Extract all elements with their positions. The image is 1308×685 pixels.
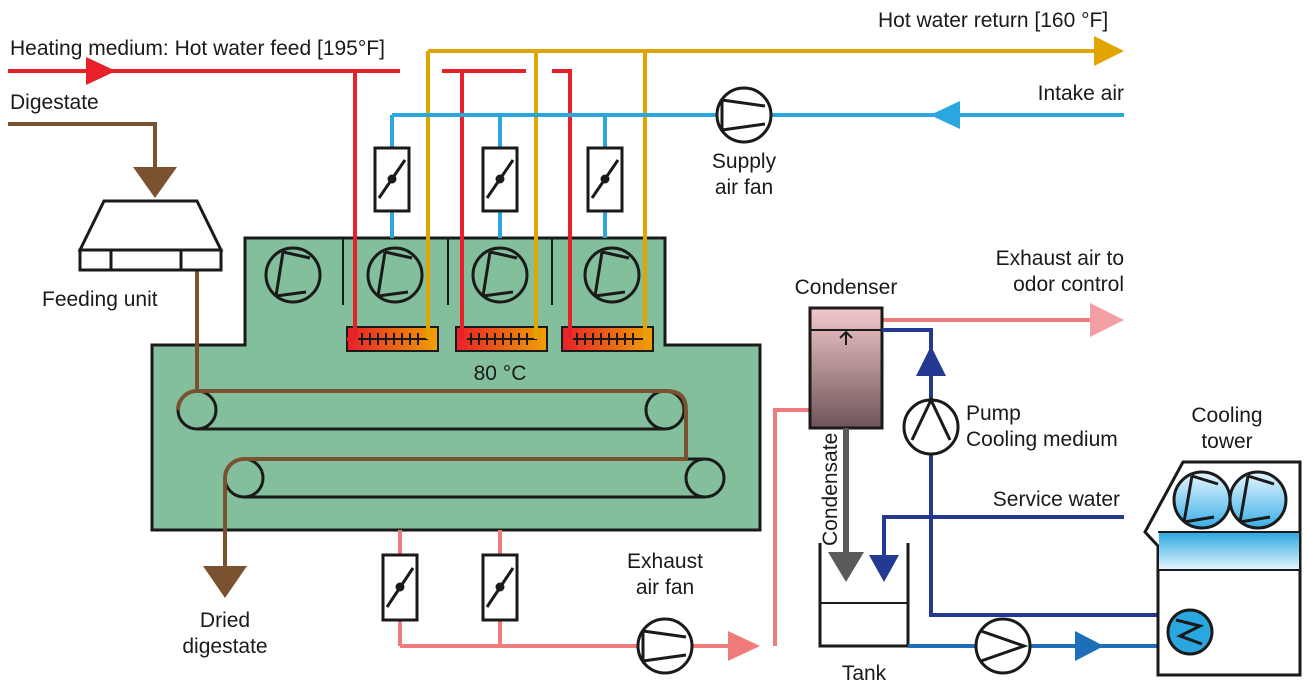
cooling-tower-label-1: Cooling [1191, 404, 1262, 427]
dryer-fan-icon [264, 246, 322, 304]
tank-icon [818, 543, 910, 648]
digestate-feed-line [8, 122, 157, 172]
heaters [346, 326, 654, 352]
digestate-label: Digestate [10, 91, 99, 114]
hot-water-return-label: Hot water return [160 °F] [878, 9, 1108, 32]
tank-label: Tank [842, 662, 887, 685]
cooling-tower-label-2: tower [1201, 430, 1252, 453]
exhaust-fan-label-2: air fan [636, 576, 694, 599]
dryer-fan-icon [471, 246, 529, 304]
supply-air-fan-icon [715, 86, 773, 144]
hot-water-feed-arrow [86, 57, 116, 85]
heater-icon [455, 326, 548, 352]
damper-icon [481, 553, 519, 622]
dryer-fan-icon [583, 246, 641, 304]
tank-water-arrow [1075, 631, 1104, 661]
exhaust-air-arrow-1 [728, 631, 760, 661]
heat-exchanger-icon [1166, 608, 1214, 656]
feeding-unit-icon [77, 199, 224, 272]
dried-digestate-label-2: digestate [182, 635, 267, 658]
hot-water-return-lines [426, 49, 1100, 339]
cooling-medium-lines [882, 328, 1172, 617]
service-water-label: Service water [993, 488, 1120, 511]
digestate-arrow [133, 167, 177, 198]
intake-air-arrow [930, 101, 960, 129]
heater-icon [346, 326, 439, 352]
exhaust-odor-label-1: Exhaust air to [996, 247, 1124, 270]
hot-water-return-arrow [1094, 36, 1124, 66]
condensate-label: Condensate [819, 433, 842, 546]
cooling-tower-icon [1143, 460, 1302, 677]
damper-icon [481, 146, 519, 213]
heater-icon [561, 326, 654, 352]
intake-air-label: Intake air [1038, 82, 1124, 105]
dryer-housing [150, 236, 762, 532]
dryer-fans [264, 246, 641, 304]
damper-icon [586, 146, 624, 213]
pump-label-1: Pump [966, 402, 1021, 425]
hot-water-feed-label: Heating medium: Hot water feed [195°F] [10, 37, 385, 60]
cooling-tower-fan-icon [1228, 470, 1288, 530]
supply-air-fan-label-1: Supply [712, 150, 777, 173]
dryer-fan-icon [366, 246, 424, 304]
condenser-icon [808, 306, 884, 430]
condenser-label: Condenser [795, 276, 898, 299]
cooling-medium-arrow [916, 346, 946, 376]
digestate-belt-path [176, 255, 688, 575]
dryer-dividers [342, 238, 553, 305]
damper-icon [381, 553, 419, 622]
exhaust-dampers [381, 553, 519, 622]
exhaust-odor-label-2: odor control [1013, 273, 1124, 296]
dried-digestate-label-1: Dried [200, 609, 250, 632]
service-water-arrow [869, 555, 899, 582]
tank-pump-icon [974, 617, 1032, 675]
pump-label-2: Cooling medium [966, 428, 1118, 451]
supply-air-fan-label-2: air fan [715, 176, 773, 199]
hot-water-feed-lines [8, 69, 572, 341]
damper-icon [373, 146, 411, 213]
dried-digestate-arrow [203, 566, 247, 598]
exhaust-air-fan-icon [636, 617, 694, 675]
exhaust-fan-label-1: Exhaust [627, 550, 703, 573]
exhaust-air-to-odor-arrow [1090, 303, 1124, 337]
feeding-unit-label: Feeding unit [42, 288, 158, 311]
supply-dampers [373, 146, 624, 213]
condensate-arrow [828, 552, 864, 582]
pump-cooling-medium-icon [902, 396, 960, 456]
temperature-label: 80 °C [474, 362, 527, 385]
cooling-tower-fan-icon [1172, 470, 1232, 530]
diagram-labels: Heating medium: Hot water feed [195°F] H… [10, 9, 1263, 685]
